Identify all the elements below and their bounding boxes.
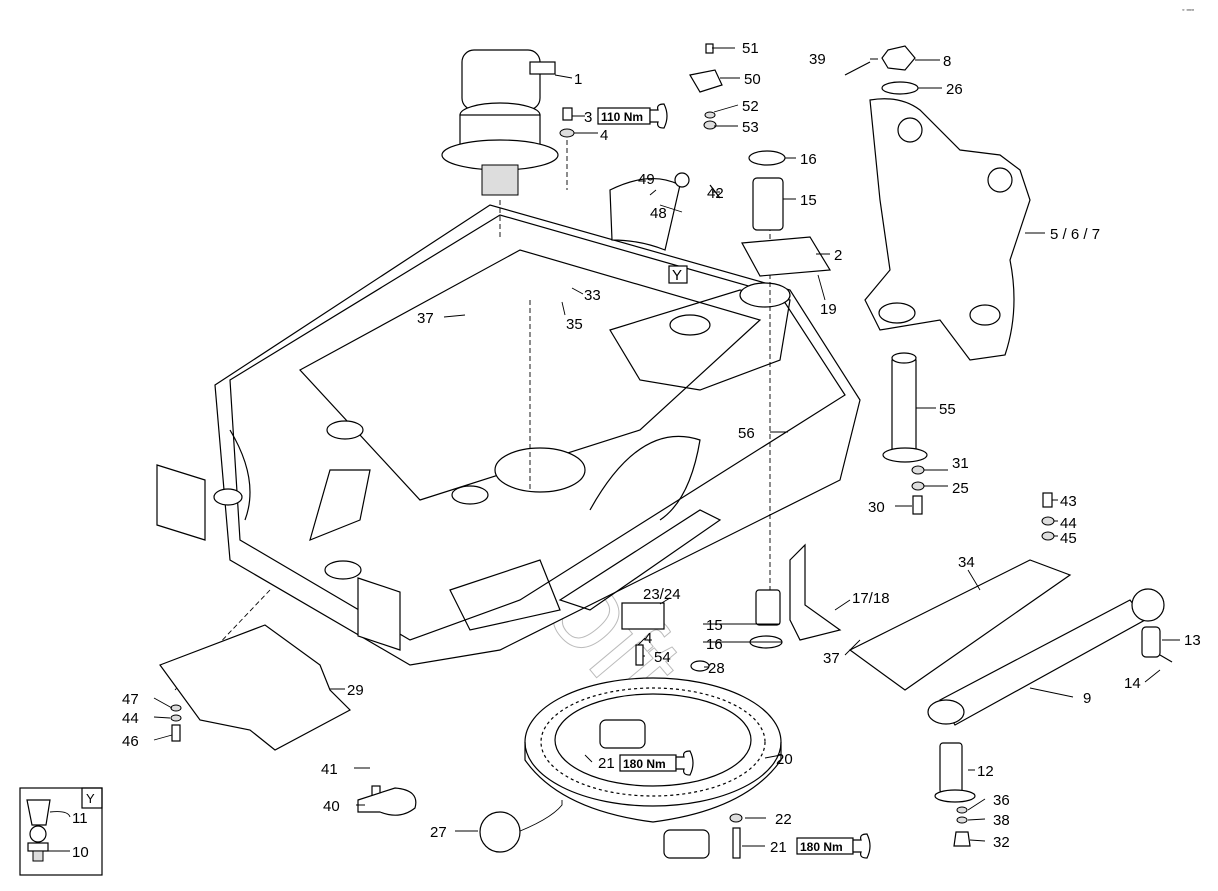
bushing-15 (752, 177, 784, 231)
callout-15b: 15 (706, 617, 723, 634)
callout-4b: 4 (644, 630, 652, 647)
callout-1: 1 (574, 71, 582, 88)
callout-30: 30 (868, 499, 885, 516)
callout-21b: 21 (770, 839, 787, 856)
callout-10: 10 (72, 844, 89, 861)
callout-2: 2 (834, 247, 842, 264)
callout-36: 36 (993, 792, 1010, 809)
clamp-40 (357, 787, 417, 816)
swing-motor (441, 49, 559, 196)
callout-23-24: 23/24 (643, 586, 681, 603)
callout-12: 12 (977, 763, 994, 780)
callouts: 1 3 4 51 50 52 53 39 8 26 16 15 42 48 49… (72, 40, 1201, 861)
cover-49 (609, 177, 681, 251)
bolt-3 (562, 107, 573, 121)
callout-15: 15 (800, 192, 817, 209)
callout-43: 43 (1060, 493, 1077, 510)
callout-16: 16 (800, 151, 817, 168)
callout-46: 46 (122, 733, 139, 750)
detail-y (19, 787, 103, 876)
callout-32: 32 (993, 834, 1010, 851)
callout-44b: 44 (122, 710, 139, 727)
svg-text:110 Nm: 110 Nm (601, 110, 643, 124)
callout-40: 40 (323, 798, 340, 815)
callout-5-6-7: 5 / 6 / 7 (1050, 226, 1100, 243)
nut-8 (881, 45, 916, 71)
callout-14: 14 (1124, 675, 1141, 692)
floor-plate-29 (159, 624, 351, 751)
callout-44: 44 (1060, 515, 1077, 532)
callout-28: 28 (708, 660, 725, 677)
slewing-ring-20 (524, 677, 782, 823)
callout-y: Y (672, 267, 682, 284)
grease-cartridge (663, 829, 710, 859)
swing-bracket (864, 98, 1031, 361)
callout-13: 13 (1184, 632, 1201, 649)
svg-text:180 Nm: 180 Nm (800, 840, 843, 854)
callout-45: 45 (1060, 530, 1077, 547)
grease-icon-27 (479, 811, 521, 853)
callout-55: 55 (939, 401, 956, 418)
torque-label-180-b: 180 Nm (796, 833, 871, 859)
callout-27: 27 (430, 824, 447, 841)
callout-26: 26 (946, 81, 963, 98)
callout-39: 39 (809, 51, 826, 68)
pin-55 (891, 359, 917, 451)
callout-20: 20 (776, 751, 793, 768)
callout-22: 22 (775, 811, 792, 828)
callout-9: 9 (1083, 690, 1091, 707)
callout-48: 48 (650, 205, 667, 222)
callout-53: 53 (742, 119, 759, 136)
leader-lines (48, 47, 1180, 852)
callout-17-18: 17/18 (852, 590, 890, 607)
pin-12 (939, 742, 963, 794)
callout-47: 47 (122, 691, 139, 708)
callout-56: 56 (738, 425, 755, 442)
callout-35: 35 (566, 316, 583, 333)
callout-33: 33 (584, 287, 601, 304)
upper-frame (156, 204, 861, 666)
cylinder-9 (927, 588, 1165, 726)
detail-y-label: Y (86, 791, 95, 806)
callout-49: 49 (638, 171, 655, 188)
callout-4: 4 (600, 127, 608, 144)
callout-51: 51 (742, 40, 759, 57)
callout-54: 54 (654, 649, 671, 666)
callout-42: 42 (707, 185, 724, 202)
callout-31: 31 (952, 455, 969, 472)
torque-label-180-a: 180 Nm (619, 750, 694, 776)
callout-8: 8 (943, 53, 951, 70)
callout-50: 50 (744, 71, 761, 88)
callout-16b: 16 (706, 636, 723, 653)
support-34 (848, 559, 1072, 691)
svg-text:180 Nm: 180 Nm (623, 757, 666, 771)
corner-mark: ◦ ▫▫▫ (1182, 7, 1194, 14)
washer-26 (881, 81, 919, 95)
washer-4 (559, 128, 575, 138)
callout-11: 11 (72, 810, 88, 827)
block-23-24 (621, 602, 665, 630)
torque-label-110: 110 Nm (597, 103, 668, 129)
callout-34: 34 (958, 554, 975, 571)
callout-25: 25 (952, 480, 969, 497)
callout-3: 3 (584, 109, 592, 126)
callout-19: 19 (820, 301, 837, 318)
callout-38: 38 (993, 812, 1010, 829)
callout-29: 29 (347, 682, 364, 699)
callout-21: 21 (598, 755, 615, 772)
callout-37b: 37 (823, 650, 840, 667)
callout-41: 41 (321, 761, 338, 778)
callout-37: 37 (417, 310, 434, 327)
callout-52: 52 (742, 98, 759, 115)
plate-19 (741, 236, 832, 277)
